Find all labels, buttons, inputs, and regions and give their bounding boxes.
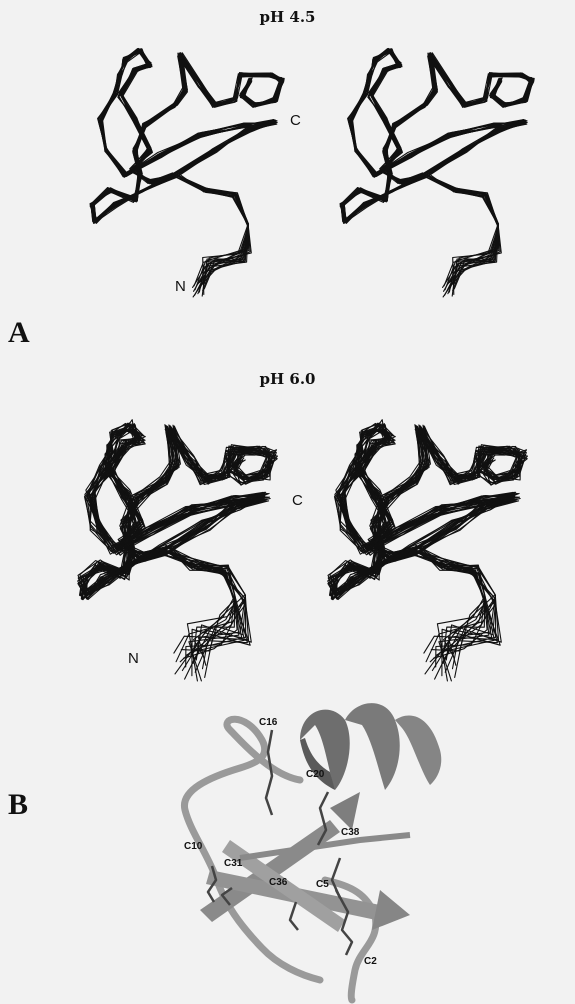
ph60-left-ensemble	[78, 420, 278, 681]
residue-label-c38: C38	[341, 827, 359, 838]
ribbon-structure	[0, 680, 575, 1000]
ph45-n-terminus-label: N	[175, 278, 186, 295]
ph45-stereo-ensemble	[0, 0, 575, 330]
residue-label-c31: C31	[224, 858, 242, 869]
residue-label-c20: C20	[306, 769, 324, 780]
ph60-c-terminus-label: C	[292, 492, 303, 509]
residue-label-c10: C10	[184, 841, 202, 852]
panel-label-a: A	[8, 316, 30, 350]
residue-label-c36: C36	[269, 877, 287, 888]
residue-label-c5: C5	[316, 879, 329, 890]
residue-label-c2: C2	[364, 956, 377, 967]
ph45-right-ensemble	[340, 49, 534, 297]
ph60-stereo-ensemble	[0, 360, 575, 690]
residue-label-c16: C16	[259, 717, 277, 728]
ph60-n-terminus-label: N	[128, 650, 139, 667]
ph60-right-ensemble	[328, 420, 528, 681]
ph45-c-terminus-label: C	[290, 112, 301, 129]
ph45-left-ensemble	[90, 49, 284, 297]
